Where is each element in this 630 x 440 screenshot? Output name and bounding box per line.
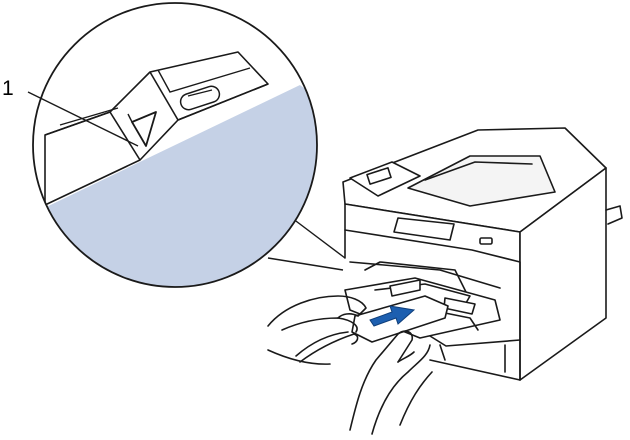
- callout-number-1: 1: [2, 78, 14, 99]
- zoom-callout: [30, 0, 345, 300]
- right-hand: [350, 331, 432, 434]
- printer-body: [343, 128, 622, 380]
